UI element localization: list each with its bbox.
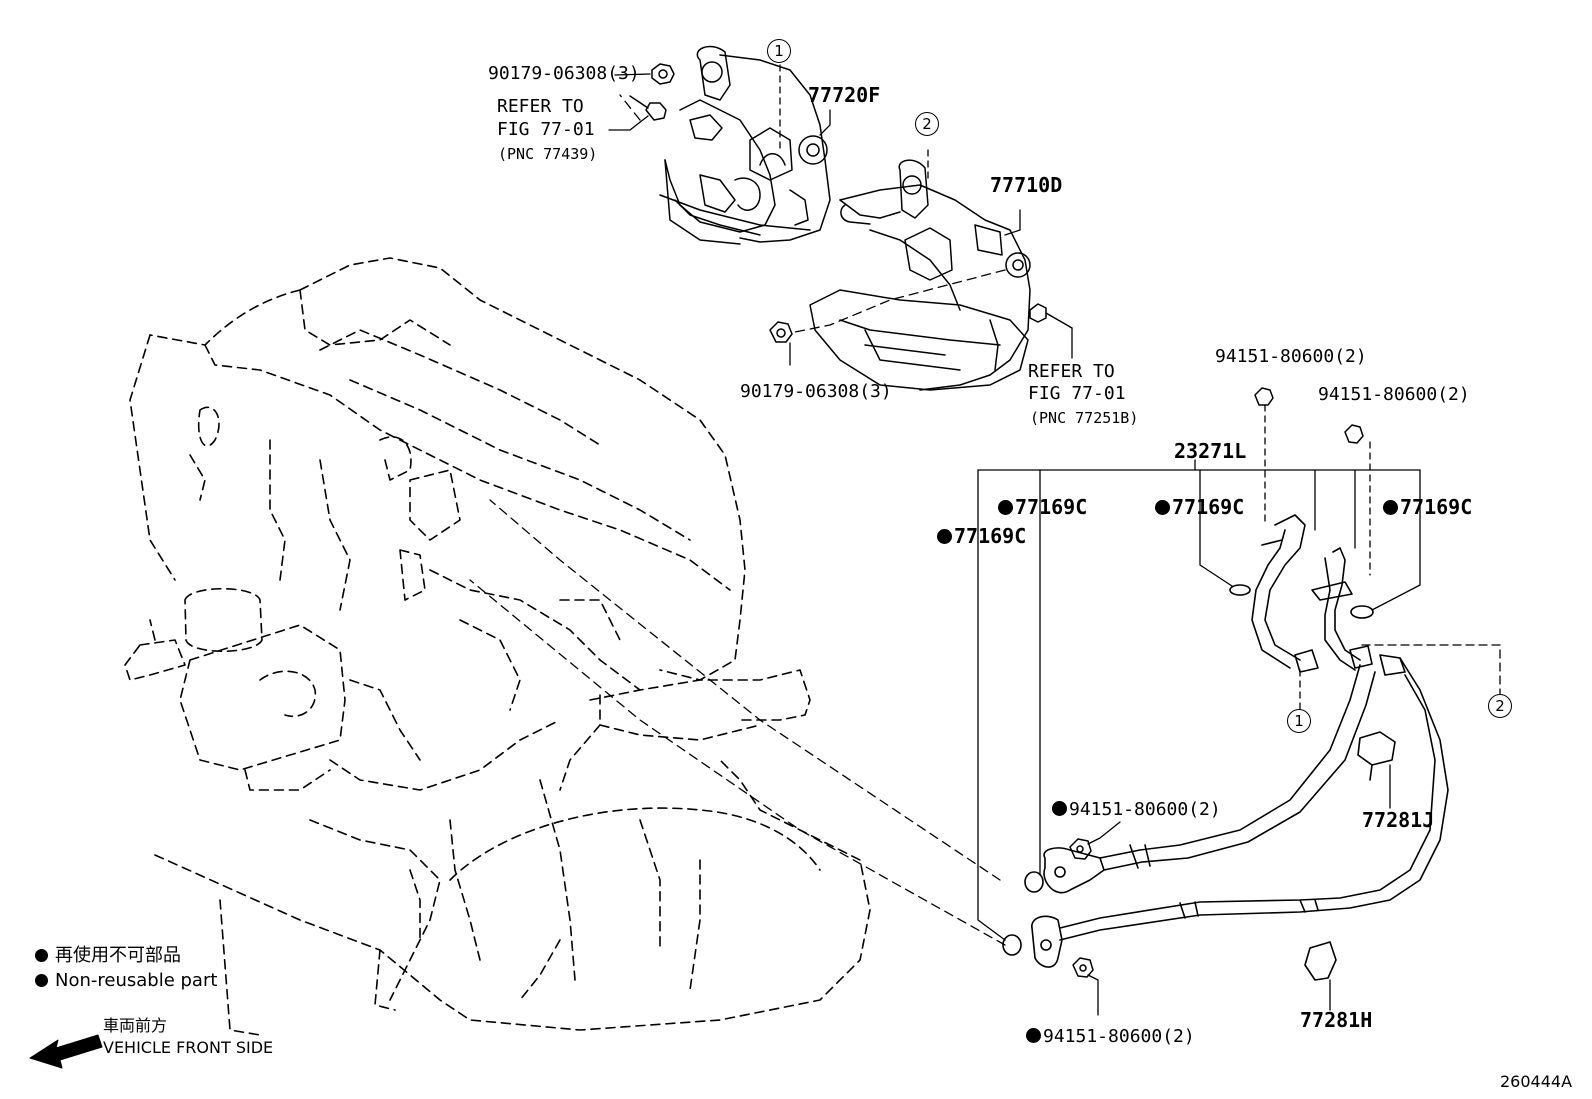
legend-jp: 再使用不可部品 (35, 945, 181, 967)
non-reusable-dot-icon (998, 500, 1013, 515)
non-reusable-dot-icon (1383, 500, 1398, 515)
non-reusable-dot-icon (1155, 500, 1170, 515)
front-arrow-icon (29, 1034, 103, 1069)
hose-assembly (1002, 514, 1449, 981)
part-label-77169C-c: 77169C (1383, 497, 1472, 517)
part-label-90179-mid: 90179-06308(3) (740, 381, 892, 402)
mount-77720F (659, 45, 831, 245)
part-label-23271L: 23271L (1174, 439, 1247, 463)
front-label-jp: 車両前方 (103, 1016, 168, 1035)
non-reusable-dot-icon (35, 949, 48, 962)
part-label-94151-b: 94151-80600(2) (1318, 384, 1470, 405)
legend-en: Non-reusable part (35, 970, 217, 992)
part-label-77169C-b: 77169C (1155, 497, 1244, 517)
callout-1-bottom: 1 (1287, 709, 1311, 733)
part-label-94151-c: 94151-80600(2) (1052, 800, 1221, 820)
refer-to-line2-top: FIG 77-01 (497, 119, 595, 140)
refer-to-line3-mid: (PNC 77251B) (1030, 409, 1139, 427)
part-label-77710D: 77710D (990, 173, 1063, 197)
callout-2-top: 2 (915, 112, 939, 136)
part-label-94151-a: 94151-80600(2) (1215, 346, 1367, 367)
non-reusable-dot-icon (1026, 1028, 1041, 1043)
refer-to-line1-top: REFER TO (497, 96, 584, 117)
mount-77710D (809, 159, 1031, 391)
refer-to-line1-mid: REFER TO (1028, 361, 1115, 382)
part-label-77169C-d: 77169C (937, 526, 1026, 546)
part-label-77720F: 77720F (808, 83, 881, 107)
refer-to-line3-top: (PNC 77439) (498, 145, 598, 163)
part-label-90179-top: 90179-06308(3) (488, 63, 640, 84)
non-reusable-dot-icon (35, 974, 48, 987)
callout-1-top: 1 (767, 39, 791, 63)
refer-to-line2-mid: FIG 77-01 (1028, 383, 1126, 404)
front-label-en: VEHICLE FRONT SIDE (103, 1038, 274, 1057)
leader-lines (469, 64, 1501, 1016)
engine-outline (124, 257, 871, 1036)
part-label-77281J: 77281J (1362, 808, 1435, 832)
part-label-77169C-a: 77169C (998, 497, 1087, 517)
figure-id: 260444A (1500, 1072, 1573, 1091)
part-label-94151-d: 94151-80600(2) (1026, 1027, 1195, 1047)
non-reusable-dot-icon (937, 529, 952, 544)
non-reusable-dot-icon (1052, 801, 1067, 816)
callout-2-bottom: 2 (1488, 694, 1512, 718)
part-label-77281H: 77281H (1300, 1008, 1373, 1032)
